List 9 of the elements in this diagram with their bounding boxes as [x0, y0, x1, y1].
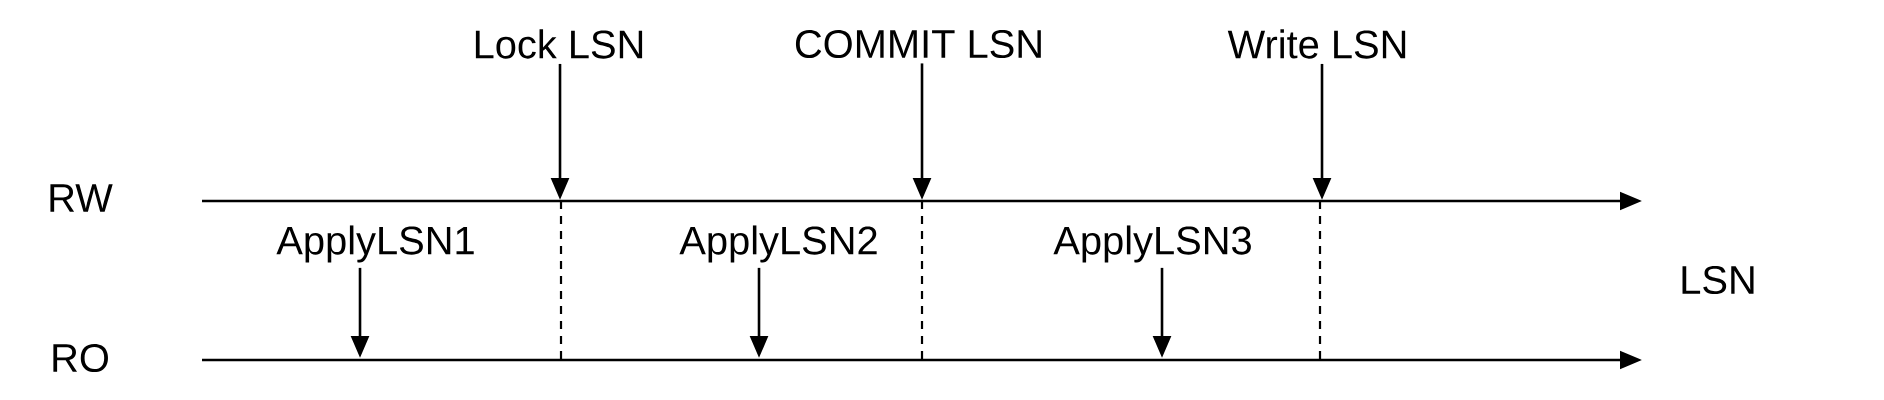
text-label: ApplyLSN2	[679, 225, 877, 263]
text-label: Write LSN	[1227, 29, 1406, 59]
axis-label: RW	[50, 184, 113, 212]
axis-label: RO	[53, 343, 108, 373]
text-label: ApplyLSN1	[276, 225, 474, 263]
text-label: COMMIT LSN	[795, 29, 1041, 59]
axis-label: LSN	[1682, 265, 1754, 295]
text-label: ApplyLSN3	[1053, 225, 1251, 263]
text-label: Lock LSN	[475, 29, 643, 59]
